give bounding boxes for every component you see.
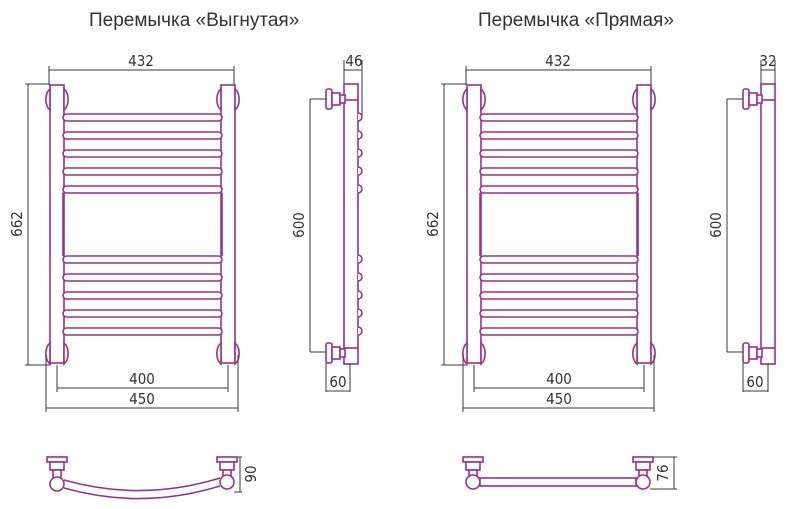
front-view-straight: 432 662 400 450 [424, 52, 656, 412]
dim-connection-600: 600 [290, 212, 308, 238]
dim-overall-width-450: 450 [546, 390, 572, 408]
top-view-straight: 76 [462, 456, 677, 490]
side-view-curved: 46 600 60 [290, 52, 363, 392]
title-straight-jumper: Перемычка «Прямая» [478, 10, 674, 31]
side-view-straight: 32 600 60 [707, 52, 777, 392]
dim-top-depth-76: 76 [654, 464, 672, 481]
dim-width-432: 432 [128, 52, 154, 70]
dim-connection-600: 600 [707, 212, 725, 238]
dim-depth-46: 46 [345, 52, 362, 70]
dim-center-distance-400: 400 [546, 370, 572, 388]
dim-height-662: 662 [424, 211, 442, 237]
dim-width-432: 432 [545, 52, 571, 70]
dim-wall-offset-60: 60 [329, 373, 346, 391]
dim-overall-width-450: 450 [129, 390, 155, 408]
front-view-curved: 432 662 400 [8, 52, 240, 412]
top-view-curved: 90 [46, 456, 260, 500]
dim-center-distance-400: 400 [129, 370, 155, 388]
dim-depth-32: 32 [759, 52, 776, 70]
title-curved-jumper: Перемычка «Выгнутая» [89, 10, 300, 31]
dim-top-depth-90: 90 [242, 465, 260, 482]
dim-wall-offset-60: 60 [746, 373, 763, 391]
dim-height-662: 662 [8, 211, 26, 237]
